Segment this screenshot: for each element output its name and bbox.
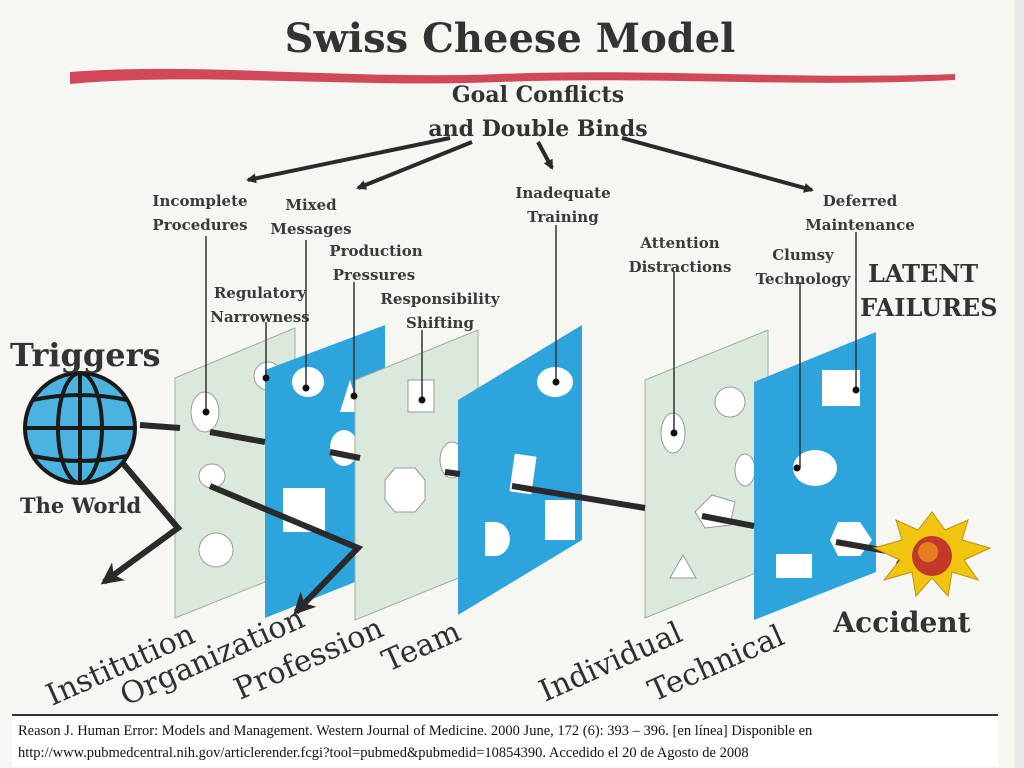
label-incomplete-procedures-2: Procedures [152, 216, 247, 234]
globe-icon [23, 371, 137, 485]
label-production-pressures-2: Pressures [333, 266, 415, 284]
panel-team [458, 325, 582, 615]
right-edge-strip [1014, 0, 1024, 768]
panel-individual [644, 329, 769, 619]
label-clumsy-technology-2: Technology [756, 270, 852, 288]
accident-label: Accident [832, 606, 970, 639]
label-regulatory-narrowness-1: Regulatory [214, 284, 308, 302]
latent-failures-line1: LATENT [868, 259, 978, 288]
label-mixed-messages-2: Messages [270, 220, 351, 238]
label-mixed-messages-1: Mixed [285, 196, 337, 214]
title-underline [70, 68, 955, 84]
arrow-to-mixed-messages [356, 140, 473, 190]
label-attention-distractions-1: Attention [639, 234, 719, 252]
pointer-lines [205, 225, 857, 468]
label-incomplete-procedures-1: Incomplete [152, 192, 247, 210]
label-inadequate-training-1: Inadequate [515, 184, 610, 202]
layer-label-team: Team [377, 614, 466, 679]
the-world-label: The World [20, 493, 141, 518]
label-production-pressures-1: Production [329, 242, 422, 260]
label-deferred-maintenance-2: Maintenance [805, 216, 915, 234]
page-title: Swiss Cheese Model [285, 15, 736, 62]
citation-caption: Reason J. Human Error: Models and Manage… [12, 714, 998, 766]
label-responsibility-shifting-2: Shifting [406, 314, 474, 332]
label-responsibility-shifting-1: Responsibility [380, 290, 501, 308]
triggers-label: Triggers [10, 336, 160, 374]
hole-dots [202, 374, 860, 472]
panel-technical [754, 332, 876, 620]
label-inadequate-training-2: Training [527, 208, 599, 226]
goal-conflicts-line2: and Double Binds [428, 116, 647, 142]
swiss-cheese-diagram: Swiss Cheese Model Goal Conflicts and Do… [10, 15, 998, 713]
arrow-to-incomplete-procedures [246, 136, 451, 184]
goal-conflict-arrows [246, 136, 814, 193]
accident-explosion-icon [872, 511, 992, 598]
failure-labels: Incomplete Procedures Mixed Messages Pro… [152, 184, 914, 332]
label-regulatory-narrowness-2: Narrowness [210, 308, 310, 326]
panel-profession [354, 329, 479, 621]
arrow-to-inadequate-training [536, 141, 554, 170]
goal-conflicts-line1: Goal Conflicts [452, 82, 624, 108]
label-deferred-maintenance-1: Deferred [823, 192, 898, 210]
deflected-arrows [100, 458, 364, 615]
latent-failures-line2: FAILURES [860, 293, 998, 322]
arrow-to-deferred-maintenance [621, 136, 814, 193]
citation-line-1: Reason J. Human Error: Models and Manage… [18, 723, 813, 739]
layer-labels: Institution Organization Profession Team… [41, 601, 789, 713]
citation-line-2: http://www.pubmedcentral.nih.gov/article… [18, 745, 749, 761]
label-attention-distractions-2: Distractions [629, 258, 732, 276]
cheese-panels [174, 325, 876, 621]
label-clumsy-technology-1: Clumsy [772, 246, 835, 264]
